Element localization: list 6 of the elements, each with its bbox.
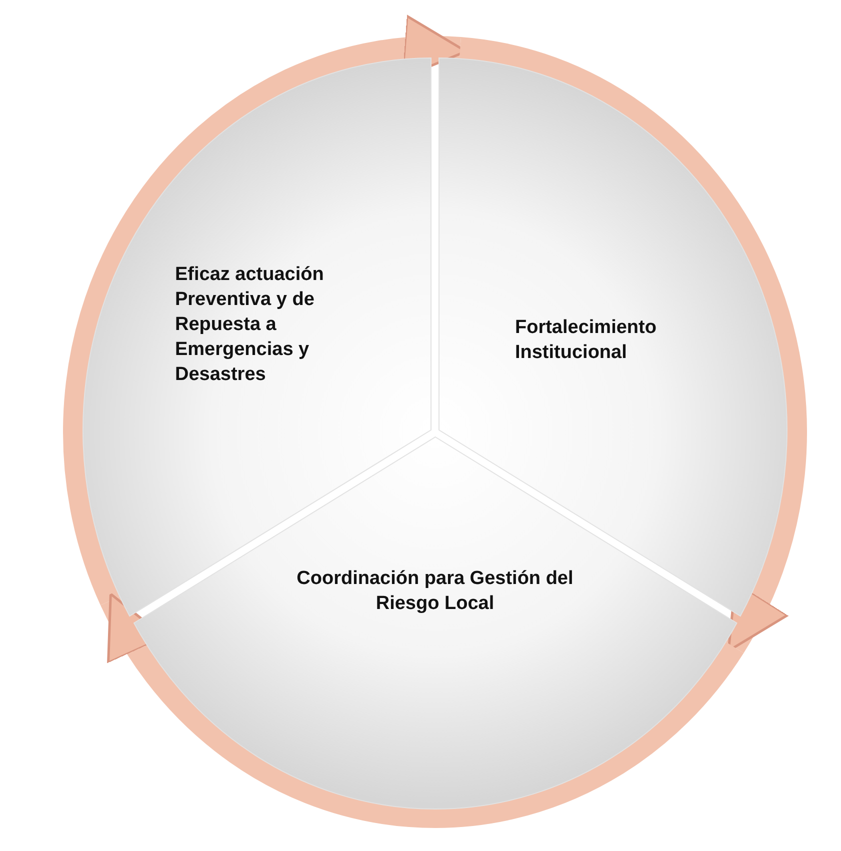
- segment-label: Coordinación para Gestión del Riesgo Local: [296, 567, 574, 616]
- curved-arrow: [458, 37, 807, 652]
- pie-segment: [133, 436, 737, 809]
- curved-arrow: [100, 592, 744, 828]
- segment-label: Fortalecimiento Institucional: [514, 316, 658, 365]
- segment-label: Eficaz actuación Preventiva y de Repuesta a Emergencias y Desastres: [174, 263, 325, 387]
